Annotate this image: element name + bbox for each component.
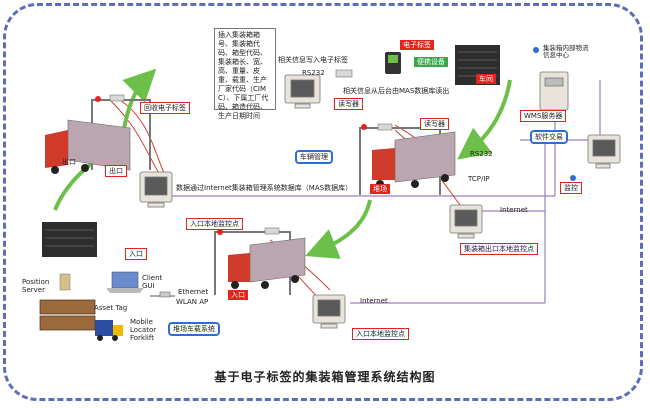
label-reader-right: 读写器 [420,118,449,130]
label-exit: 出口 [62,158,76,166]
label-mobile-locator: Mobile Locator Forklift [130,318,157,342]
label-wlan-ap: WLAN AP [176,298,209,306]
truck-right [372,131,456,188]
label-tcpip: TCP/IP [468,175,490,183]
laptop-icon [106,271,144,293]
label-ethernet: Ethernet [178,288,209,296]
label-yard: 堆场 [370,184,390,194]
label-data-station: 软件交易 [530,130,568,144]
label-yard-system: 堆场车载系统 [168,322,220,336]
label-local-exit: 集装箱出口本地监控点 [460,243,538,255]
label-gate-out: 出口 [105,165,127,177]
label-monitor: 监控 [560,182,582,194]
label-position-server: Position Server [22,278,50,294]
label-wms-server: WMS服务器 [520,110,567,122]
label-mas-text: 数据通过Internet集装箱管理系统数据库（MAS数据库） [176,184,353,192]
label-tag: 电子标签 [400,40,434,50]
label-container-internal: 集装箱内部物流信息中心 [543,44,589,59]
label-upload: 相关信息从后台由MAS数据库读出 [343,87,450,95]
label-read-tag: 读写器 [334,98,363,110]
label-exit-tag: 回收电子标签 [140,102,190,114]
truck-bottom [228,237,306,289]
container-info-note: 插入集装箱箱号、集装箱代码、箱型代码、集装箱长、宽、高、重量、皮重、载重、生产厂… [214,28,276,120]
forklift-icon [95,320,123,341]
diagram-caption: 基于电子标签的集装箱管理系统结构图 [214,370,436,384]
label-gate-in: 入口 [125,248,147,260]
label-internet-right: Internet [500,206,528,214]
label-entry-gate: 入口本地监控点 [186,218,243,230]
label-portable-device: 便携设备 [414,57,448,67]
server-rack-left [42,222,97,257]
label-client-gui: Client GUI [142,274,163,290]
label-entry: 入口 [228,290,248,300]
label-write-tag: 相关信息写入电子标签 [278,56,348,64]
asset-tag-rack [39,273,96,331]
label-rs232-top: RS232 [302,69,325,77]
label-rs232-mid: RS232 [470,150,493,158]
handheld-icon [385,52,401,74]
label-internet-bottom: Internet [360,297,388,305]
label-vehicle-mgmt: 车辆管理 [295,150,333,164]
dashed-frame [3,3,643,401]
gate-readers [109,69,393,235]
computers [139,71,621,329]
label-asset-tag: Asset Tag [94,304,128,312]
label-entry-local: 入口本地监控点 [352,328,409,340]
label-network-top: 车间 [476,74,496,84]
wlan-ap-icon [150,291,175,298]
